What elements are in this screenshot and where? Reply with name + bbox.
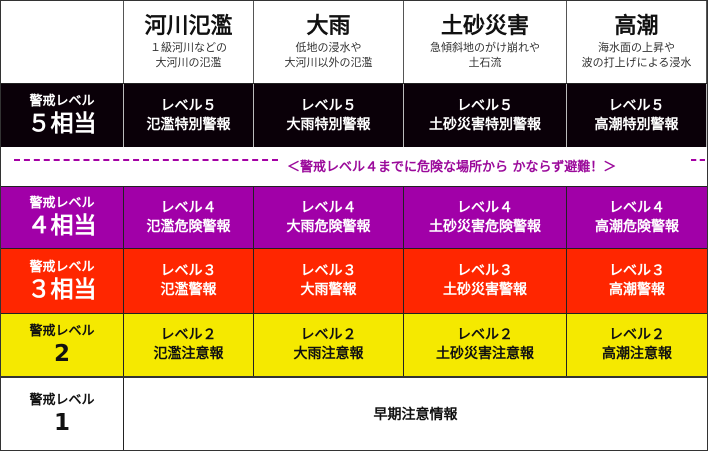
cell-warning: 氾濫特別警報 bbox=[146, 116, 231, 133]
cell-level: レベル３ bbox=[160, 263, 217, 279]
evacuation-banner: ＜警戒レベル４までに危険な場所から かならず避難！＞ bbox=[1, 147, 707, 186]
level-label-big: ３相当 bbox=[27, 276, 97, 303]
cell-warning: 高潮注意報 bbox=[602, 346, 672, 362]
level-2-row: 警戒レベル 2 レベル２ 氾濫注意報 レベル２ 大雨注意報 レベル２ 土砂災害注… bbox=[1, 314, 707, 378]
hazard-desc: 波の打上げによる浸水 bbox=[581, 56, 692, 69]
level-label-big: ５相当 bbox=[27, 111, 97, 137]
hazard-desc: 急傾斜地のがけ崩れや bbox=[430, 41, 540, 54]
cell-level: レベル４ bbox=[160, 199, 217, 216]
level-2-label: 警戒レベル 2 bbox=[1, 314, 124, 376]
cell-level: レベル５ bbox=[300, 97, 357, 114]
cell-level: レベル２ bbox=[300, 327, 357, 343]
level-label-small: 警戒レベル bbox=[29, 196, 95, 211]
dash-line-right bbox=[691, 159, 705, 161]
cell-level: レベル５ bbox=[160, 97, 217, 114]
dash-line-left bbox=[14, 159, 278, 161]
level-2-cell: レベル２ 氾濫注意報 bbox=[124, 314, 254, 376]
level-4-cell: レベル４ 高潮危険警報 bbox=[567, 187, 707, 248]
level-label-small: 警戒レベル bbox=[29, 259, 95, 275]
cell-level: レベル３ bbox=[300, 263, 357, 279]
cell-warning: 土砂災害特別警報 bbox=[429, 116, 541, 133]
level-3-cell: レベル３ 土砂災害警報 bbox=[404, 249, 567, 313]
level-4-cell: レベル４ 土砂災害危険警報 bbox=[404, 187, 567, 248]
hazard-desc: 大河川の氾濫 bbox=[155, 56, 222, 69]
level-5-cell: レベル５ 大雨特別警報 bbox=[254, 84, 404, 147]
level-5-cell: レベル５ 氾濫特別警報 bbox=[124, 84, 254, 147]
level-4-row: 警戒レベル ４相当 レベル４ 氾濫危険警報 レベル４ 大雨危険警報 レベル４ 土… bbox=[1, 186, 707, 249]
hazard-header-storm-surge: 高潮 海水面の上昇や 波の打上げによる浸水 bbox=[567, 1, 707, 83]
level-label-big: 1 bbox=[53, 409, 70, 436]
hazard-desc: 海水面の上昇や bbox=[598, 41, 675, 54]
hazard-header-river-flood: 河川氾濫 １級河川などの 大河川の氾濫 bbox=[124, 1, 254, 83]
cell-level: レベル４ bbox=[457, 199, 513, 216]
cell-warning: 氾濫危険警報 bbox=[146, 218, 231, 235]
hazard-title: 大雨 bbox=[306, 14, 351, 39]
level-4-cell: レベル４ 大雨危険警報 bbox=[254, 187, 404, 248]
level-5-label: 警戒レベル ５相当 bbox=[1, 84, 124, 147]
cell-level: レベル２ bbox=[609, 327, 665, 343]
level-3-cell: レベル３ 高潮警報 bbox=[567, 249, 707, 313]
cell-warning: 土砂災害警報 bbox=[443, 282, 527, 298]
cell-warning: 土砂災害危険警報 bbox=[429, 218, 541, 235]
level-2-cell: レベル２ 大雨注意報 bbox=[254, 314, 404, 376]
hazard-title: 河川氾濫 bbox=[144, 14, 233, 39]
hazard-desc: 大河川以外の氾濫 bbox=[284, 56, 373, 69]
cell-level: レベル３ bbox=[609, 263, 665, 279]
level-3-cell: レベル３ 大雨警報 bbox=[254, 249, 404, 313]
cell-warning: 大雨警報 bbox=[300, 282, 357, 298]
hazard-title: 土砂災害 bbox=[440, 14, 529, 39]
cell-level: レベル２ bbox=[457, 327, 513, 343]
cell-warning: 高潮特別警報 bbox=[594, 116, 679, 133]
cell-warning: 大雨注意報 bbox=[293, 346, 364, 362]
cell-level: レベル３ bbox=[457, 263, 513, 279]
cell-warning: 大雨特別警報 bbox=[286, 116, 371, 133]
level-3-label: 警戒レベル ３相当 bbox=[1, 249, 124, 313]
level-2-cell: レベル２ 高潮注意報 bbox=[567, 314, 707, 376]
banner-text: ＜警戒レベル４までに危険な場所から かならず避難！＞ bbox=[287, 160, 617, 175]
hazard-header-landslide: 土砂災害 急傾斜地のがけ崩れや 土石流 bbox=[404, 1, 567, 83]
cell-level: レベル４ bbox=[609, 199, 665, 216]
cell-warning: 高潮警報 bbox=[609, 282, 665, 298]
cell-warning: 氾濫注意報 bbox=[153, 346, 224, 362]
level-4-cell: レベル４ 氾濫危険警報 bbox=[124, 187, 254, 248]
cell-warning: 高潮危険警報 bbox=[595, 218, 679, 235]
corner-cell bbox=[1, 1, 124, 83]
level-label-big: 2 bbox=[53, 340, 70, 367]
hazard-desc: １級河川などの bbox=[150, 41, 227, 54]
hazard-desc: 低地の浸水や bbox=[295, 41, 362, 54]
level-3-row: 警戒レベル ３相当 レベル３ 氾濫警報 レベル３ 大雨警報 レベル３ 土砂災害警… bbox=[1, 249, 707, 314]
level-5-cell: レベル５ 高潮特別警報 bbox=[567, 84, 707, 147]
level-1-row: 警戒レベル 1 早期注意情報 bbox=[1, 378, 707, 450]
level-3-cell: レベル３ 氾濫警報 bbox=[124, 249, 254, 313]
cell-warning: 大雨危険警報 bbox=[286, 218, 371, 235]
cell-warning: 氾濫警報 bbox=[160, 282, 217, 298]
level-5-row: 警戒レベル ５相当 レベル５ 氾濫特別警報 レベル５ 大雨特別警報 レベル５ 土… bbox=[1, 84, 707, 147]
cell-warning: 土砂災害注意報 bbox=[436, 346, 534, 362]
level-4-label: 警戒レベル ４相当 bbox=[1, 187, 124, 248]
level-label-big: ４相当 bbox=[27, 213, 97, 239]
hazard-header-heavy-rain: 大雨 低地の浸水や 大河川以外の氾濫 bbox=[254, 1, 404, 83]
cell-level: レベル５ bbox=[608, 97, 665, 114]
level-5-cell: レベル５ 土砂災害特別警報 bbox=[404, 84, 567, 147]
cell-level: レベル５ bbox=[457, 97, 513, 114]
hazard-desc: 土石流 bbox=[468, 56, 502, 69]
level-label-small: 警戒レベル bbox=[29, 94, 95, 109]
level-label-small: 警戒レベル bbox=[29, 392, 95, 408]
header-row: 河川氾濫 １級河川などの 大河川の氾濫 大雨 低地の浸水や 大河川以外の氾濫 土… bbox=[1, 1, 707, 84]
cell-level: レベル４ bbox=[300, 199, 357, 216]
level-2-cell: レベル２ 土砂災害注意報 bbox=[404, 314, 567, 376]
hazard-title: 高潮 bbox=[614, 14, 659, 39]
level-label-small: 警戒レベル bbox=[29, 323, 95, 339]
early-warning-info: 早期注意情報 bbox=[373, 407, 458, 423]
cell-level: レベル２ bbox=[160, 327, 217, 343]
level-1-label: 警戒レベル 1 bbox=[1, 378, 124, 450]
